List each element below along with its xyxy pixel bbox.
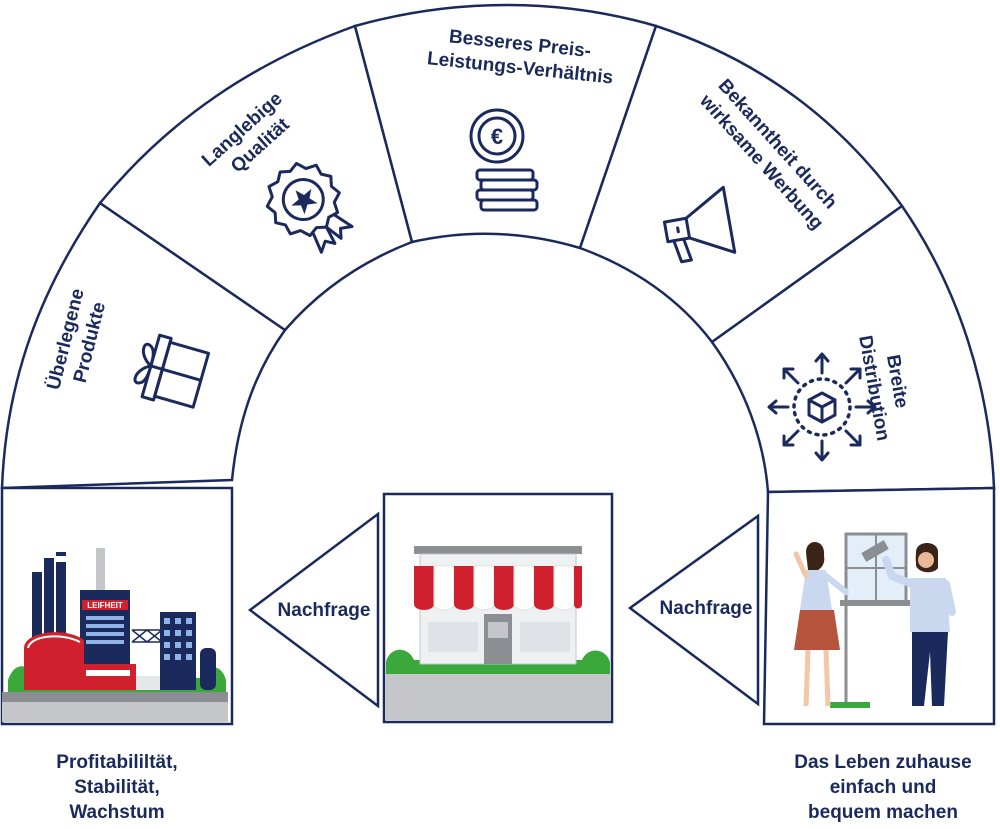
- factory-illustration: LEIFHEIT: [2, 548, 228, 722]
- household-panel: [762, 486, 996, 726]
- factory-sign: LEIFHEIT: [87, 601, 123, 610]
- svg-text:€: €: [491, 124, 503, 149]
- arrow-right: Nachfrage: [627, 513, 760, 707]
- arrow-left: Nachfrage: [247, 511, 380, 709]
- caption-left: Profitabililtät, Stabilität, Wachstum: [56, 752, 178, 823]
- arrow-left-label: Nachfrage: [278, 600, 371, 621]
- distribution-icon: [767, 352, 877, 462]
- arc-segment-distribution: [710, 204, 996, 494]
- shop-illustration: [386, 546, 610, 720]
- household-illustration: [793, 532, 956, 708]
- gift-icon: [133, 333, 211, 409]
- arrow-right-label: Nachfrage: [660, 598, 753, 619]
- arc: [0, 3, 996, 494]
- arc-segment-durable-quality: [98, 24, 414, 332]
- quality-badge-icon: [265, 161, 354, 254]
- caption-right: Das Leben zuhause einfach und bequem mac…: [794, 752, 972, 823]
- shop-panel: [382, 492, 614, 724]
- factory-panel: LEIFHEIT: [0, 486, 234, 726]
- megaphone-icon: [662, 185, 737, 264]
- euro-coins-icon: €: [469, 108, 539, 212]
